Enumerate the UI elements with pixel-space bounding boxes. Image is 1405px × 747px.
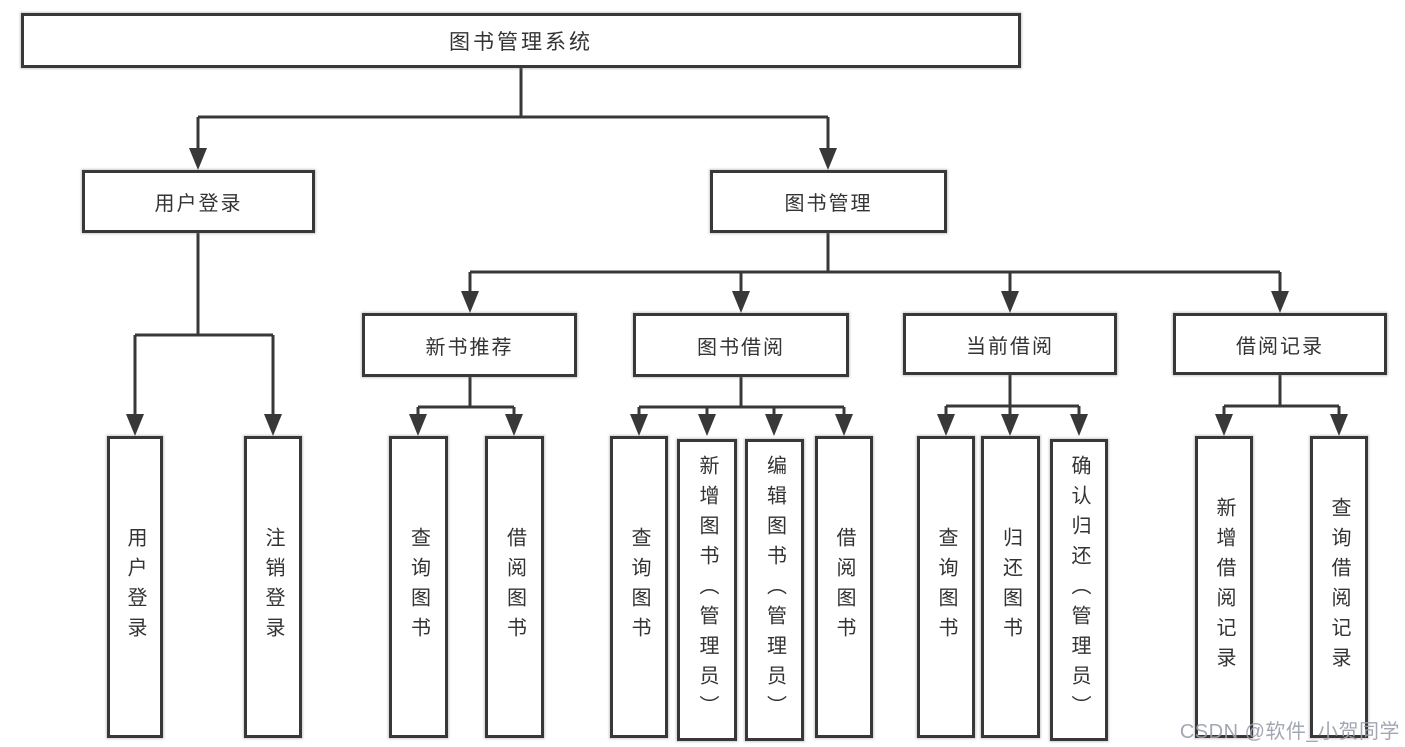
node-leaf-borrow-query-books: 查询图书 bbox=[610, 436, 668, 738]
connector-book-mgmt bbox=[461, 233, 1289, 313]
node-leaf-borrow-borrow-books: 借阅图书 bbox=[815, 436, 873, 738]
connector-new-book-rec bbox=[409, 377, 523, 436]
node-leaf-user-login: 用户登录 bbox=[107, 436, 163, 738]
connector-current-borrow bbox=[937, 375, 1088, 436]
node-borrow-records: 借阅记录 bbox=[1173, 313, 1387, 375]
node-leaf-newrec-query-books: 查询图书 bbox=[389, 436, 448, 738]
node-leaf-current-confirm-return: 确认归还（管理员） bbox=[1050, 439, 1108, 741]
connector-root bbox=[189, 68, 837, 170]
node-leaf-logout: 注销登录 bbox=[244, 436, 302, 738]
connector-borrow-records bbox=[1215, 375, 1348, 436]
node-leaf-current-return-books: 归还图书 bbox=[981, 436, 1040, 738]
node-leaf-borrow-edit-books: 编辑图书（管理员） bbox=[745, 439, 804, 741]
watermark: CSDN @软件_小贺同学 bbox=[1179, 721, 1400, 743]
node-leaf-current-query-books: 查询图书 bbox=[917, 436, 975, 738]
node-root: 图书管理系统 bbox=[21, 13, 1021, 68]
node-leaf-newrec-borrow-books: 借阅图书 bbox=[485, 436, 544, 738]
node-leaf-records-query-record: 查询借阅记录 bbox=[1310, 436, 1368, 738]
connector-book-borrow bbox=[630, 377, 853, 436]
node-new-book-rec: 新书推荐 bbox=[362, 313, 577, 377]
connector-user-login bbox=[126, 233, 282, 436]
node-leaf-records-add-record: 新增借阅记录 bbox=[1195, 436, 1253, 738]
node-book-borrow: 图书借阅 bbox=[633, 313, 849, 377]
node-leaf-borrow-add-books: 新增图书（管理员） bbox=[677, 439, 737, 741]
node-book-mgmt: 图书管理 bbox=[710, 170, 947, 233]
node-current-borrow: 当前借阅 bbox=[903, 313, 1117, 375]
node-user-login: 用户登录 bbox=[82, 170, 315, 233]
